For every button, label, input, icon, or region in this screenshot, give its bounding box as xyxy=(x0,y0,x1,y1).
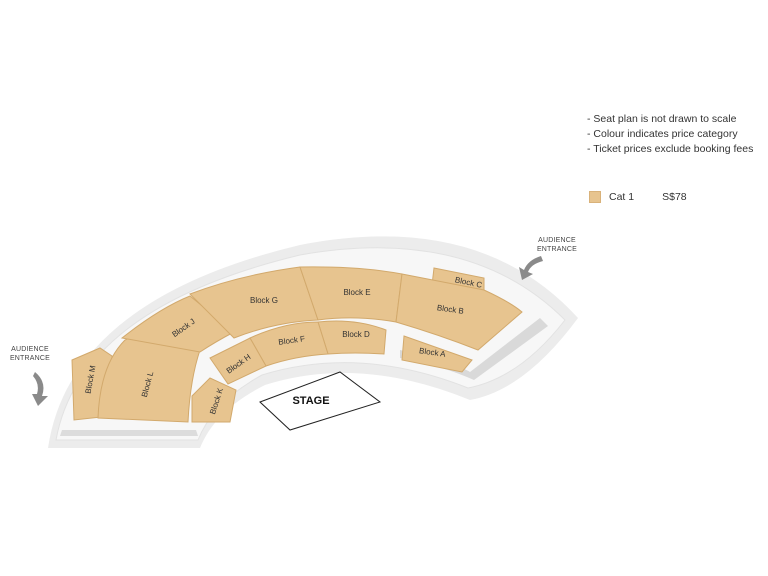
block-a-label: Block A xyxy=(419,346,447,359)
block-e-label: Block E xyxy=(343,288,370,297)
notes-list: - Seat plan is not drawn to scale - Colo… xyxy=(587,112,753,157)
block-f-label: Block F xyxy=(278,334,306,347)
note-fees: - Ticket prices exclude booking fees xyxy=(587,143,754,155)
entrance-left-arrow-icon xyxy=(32,372,48,406)
stage-label: STAGE xyxy=(292,395,329,407)
legend-price: S$78 xyxy=(662,191,687,203)
entrance-left-line2: ENTRANCE xyxy=(10,355,50,362)
seating-blocks: Block M Block L Block J Block G Block E … xyxy=(71,266,523,423)
cat1-swatch xyxy=(589,191,601,203)
block-d-label: Block D xyxy=(342,330,370,339)
entrance-right-line1: AUDIENCE xyxy=(538,237,576,244)
note-scale: - Seat plan is not drawn to scale xyxy=(587,113,737,125)
price-legend: Cat 1 S$78 xyxy=(589,191,687,203)
block-d[interactable]: Block D xyxy=(317,320,387,355)
block-f[interactable]: Block F xyxy=(249,321,329,367)
block-g-label: Block G xyxy=(250,296,278,305)
stage: STAGE xyxy=(259,371,382,431)
entrance-right-arrow-icon xyxy=(519,256,543,280)
entrance-right: AUDIENCE ENTRANCE xyxy=(519,237,577,280)
entrance-left-line1: AUDIENCE xyxy=(11,346,49,353)
block-a[interactable]: Block A xyxy=(401,335,473,373)
note-colour: - Colour indicates price category xyxy=(587,128,738,140)
block-b[interactable]: Block B xyxy=(395,273,523,351)
block-b-label: Block B xyxy=(436,303,464,316)
entrance-right-line2: ENTRANCE xyxy=(537,246,577,253)
block-k[interactable]: Block K xyxy=(191,377,237,423)
legend-category: Cat 1 xyxy=(609,191,635,203)
entrance-left: AUDIENCE ENTRANCE xyxy=(10,346,50,406)
block-h[interactable]: Block H xyxy=(209,337,267,385)
